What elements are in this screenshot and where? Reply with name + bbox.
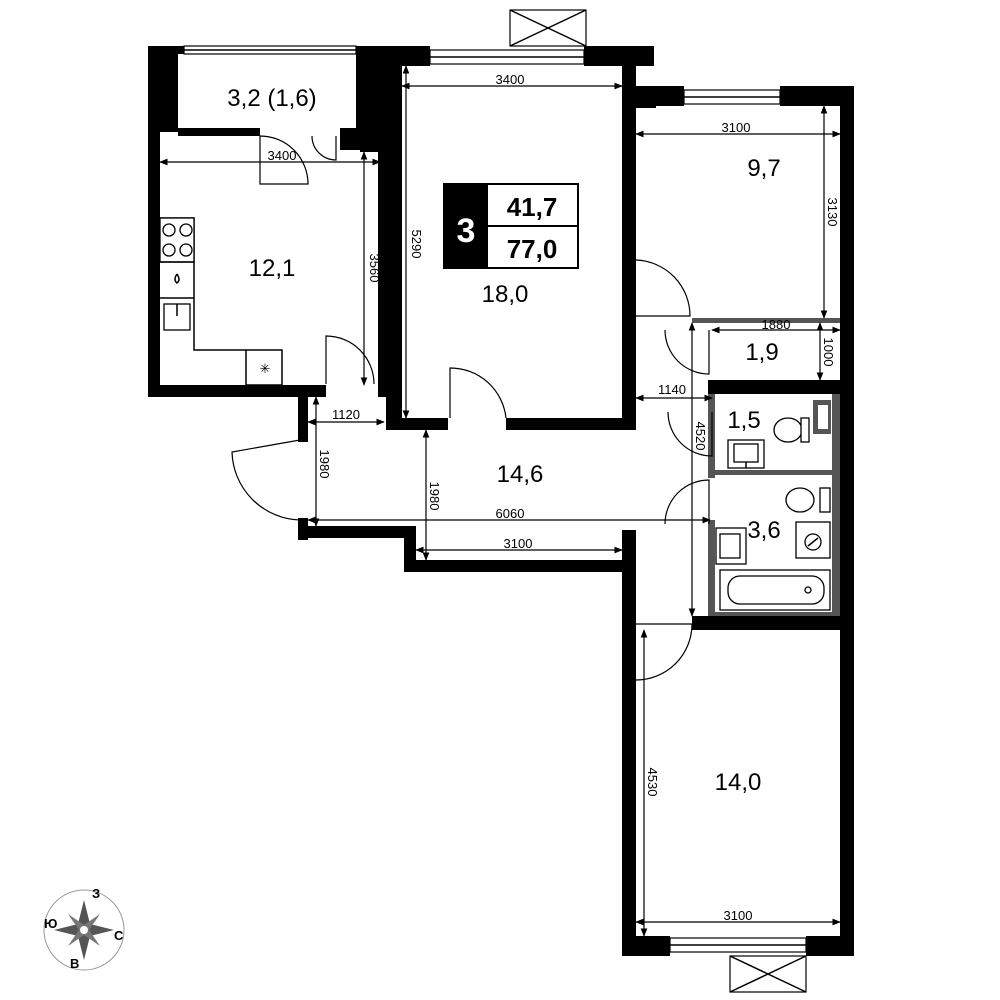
- dimension-lines: [159, 65, 841, 937]
- kitchen-fixtures: ✳: [159, 217, 283, 386]
- bathroom-fixtures: [715, 417, 831, 611]
- dim-corridor-1140: 1140: [658, 382, 686, 397]
- room-count: 3: [457, 212, 476, 250]
- dim-hall-width: 3100: [504, 536, 533, 551]
- total-area: 77,0: [507, 234, 558, 264]
- dim-bedroom-top-depth: 3130: [825, 198, 840, 227]
- windows: [183, 9, 807, 993]
- dim-hall-length: 6060: [496, 506, 525, 521]
- dim-living-width: 3400: [496, 72, 525, 87]
- compass-east: С: [114, 928, 124, 943]
- compass-west: Ю: [44, 916, 57, 931]
- dim-storage-depth: 1000: [821, 338, 836, 367]
- dim-entry-depth: 1980: [317, 450, 332, 479]
- ac-unit-bottom: [729, 955, 807, 993]
- living-area: 41,7: [507, 192, 558, 222]
- dim-bedroom-bottom-width: 3100: [724, 908, 753, 923]
- room-areas: 3,2 (1,6) 12,1 18,0 9,7 1,9 1,5 14,6 3,6…: [227, 85, 780, 796]
- dim-bedroom-top-width: 3100: [722, 120, 751, 135]
- area-bedroom-bottom: 14,0: [715, 769, 762, 796]
- compass-south: В: [70, 956, 79, 971]
- dim-kitchen-depth: 3560: [367, 254, 382, 283]
- dimension-labels: 3400 3560 3400 5290 3100 3130 1880 1000 …: [268, 72, 840, 923]
- compass-icon: З С В Ю: [43, 886, 125, 971]
- dim-hall-depth: 1980: [427, 482, 442, 511]
- area-wc: 1,5: [727, 407, 760, 434]
- area-kitchen: 12,1: [249, 255, 296, 282]
- dim-living-depth: 5290: [409, 230, 424, 259]
- dim-kitchen-width: 3400: [268, 148, 297, 163]
- dim-storage-width: 1880: [762, 317, 791, 332]
- dim-corridor-length: 4520: [693, 422, 708, 451]
- dim-entry-width: 1120: [332, 407, 360, 422]
- dim-bedroom-bottom-depth: 4530: [645, 768, 660, 797]
- area-bathroom: 3,6: [747, 517, 780, 544]
- doors: [231, 135, 713, 681]
- walls: [148, 46, 854, 956]
- area-bedroom-top: 9,7: [747, 155, 780, 182]
- compass-north: З: [92, 886, 100, 901]
- area-storage: 1,9: [745, 339, 778, 366]
- fridge-icon: ✳: [260, 361, 271, 376]
- area-living-room: 18,0: [482, 281, 529, 308]
- area-balcony: 3,2 (1,6): [227, 85, 316, 112]
- ac-unit-top: [509, 9, 587, 47]
- summary-badge: 3 41,7 77,0: [443, 183, 579, 269]
- area-hallway: 14,6: [497, 461, 544, 488]
